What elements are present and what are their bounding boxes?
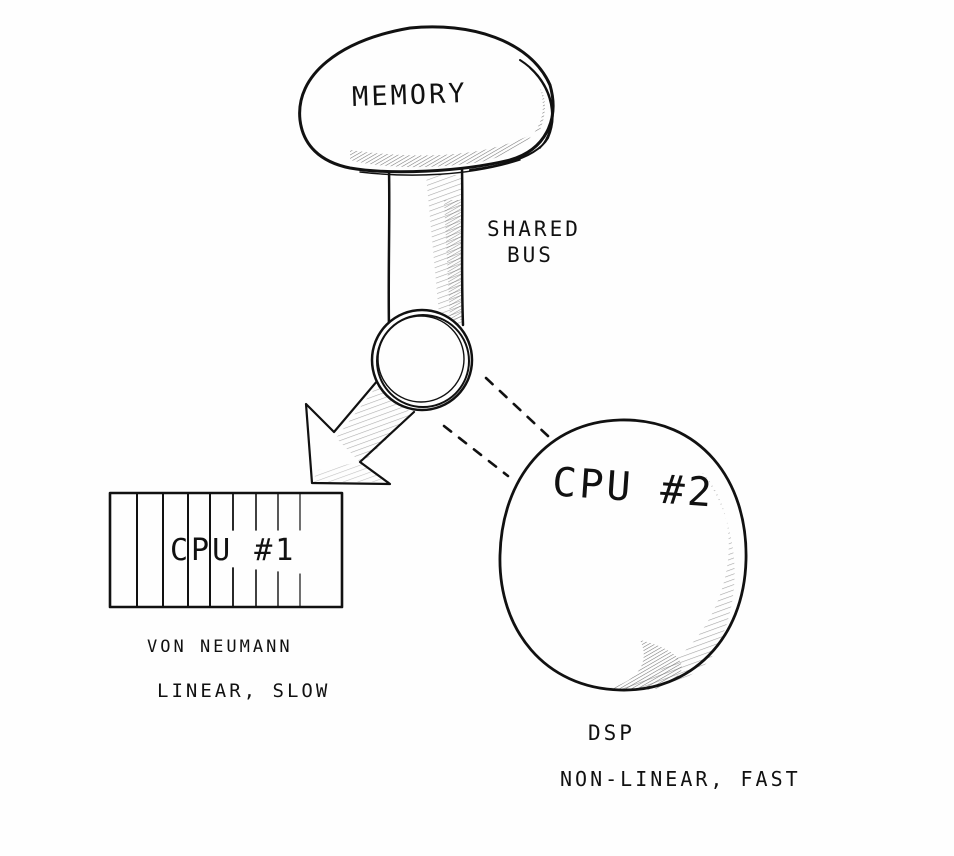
shared-bus-label-line2: BUS [507,243,554,267]
cpu2-label: CPU #2 [551,459,716,516]
cpu2-caption-architecture: DSP [588,721,635,745]
junction-to-cpu2-links [442,376,550,478]
memory-node [298,25,555,176]
memory-label: MEMORY [352,78,469,113]
bus-junction-ring [370,308,474,412]
cpu2-caption-traits: NON-LINEAR, FAST [560,767,801,791]
shared-bus [387,166,465,332]
cpu2-node: CPU #2 [498,418,748,692]
cpu1-label: CPU #1 [170,533,296,568]
bus-arrow-to-cpu1 [304,378,416,486]
cpu1-caption-architecture: VON NEUMANN [147,637,293,657]
cpu1-node: CPU #1 [108,491,344,609]
cpu1-caption-traits: LINEAR, SLOW [157,680,330,702]
shared-bus-label-line1: SHARED [487,217,581,241]
